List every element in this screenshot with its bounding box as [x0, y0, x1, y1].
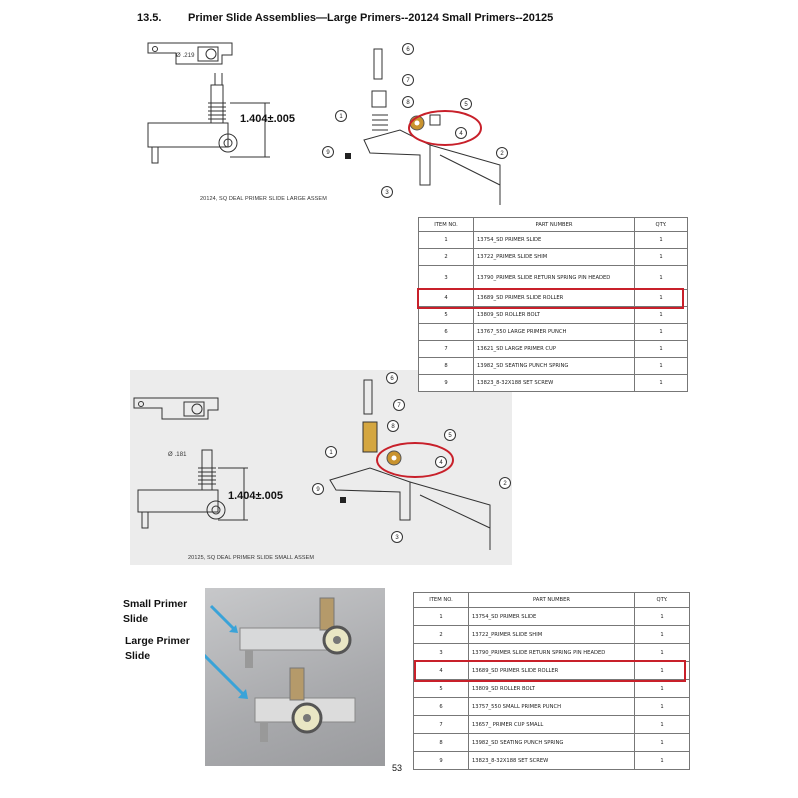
svg-text:4: 4 [439, 460, 443, 466]
svg-text:9: 9 [316, 487, 320, 493]
section-number: 13.5. [137, 12, 162, 24]
svg-text:1: 1 [339, 114, 343, 120]
dimension-label: 1.404±.005 [228, 490, 283, 502]
section-title: Primer Slide Assemblies—Large Primers--2… [188, 12, 554, 24]
drawing-caption: 20124, SQ DEAL PRIMER SLIDE LARGE ASSEM [200, 196, 327, 202]
svg-text:8: 8 [391, 424, 395, 430]
highlight-circle [376, 442, 454, 478]
drawing-caption: 20125, SQ DEAL PRIMER SLIDE SMALL ASSEM [188, 555, 315, 561]
highlight-circle [408, 110, 482, 146]
small-assembly-drawing: 1 2 3 4 5 6 7 8 9 Ø .181 1.404±.005 2012… [130, 370, 512, 565]
page-number: 53 [392, 763, 403, 773]
highlight-row-box [414, 660, 686, 682]
diameter-label: Ø .181 [168, 452, 187, 458]
svg-text:9: 9 [326, 150, 330, 156]
svg-text:3: 3 [385, 190, 389, 196]
large-assembly-drawing: 1 2 3 4 5 6 7 8 9 Ø .219 1.404±.005 2012… [140, 35, 520, 210]
svg-text:8: 8 [406, 100, 410, 106]
svg-text:6: 6 [390, 376, 394, 382]
photo-label-large: Large Primer Slide [125, 635, 190, 662]
svg-text:7: 7 [406, 78, 410, 84]
svg-text:7: 7 [397, 403, 401, 409]
photo-label-small: Small Primer Slide [123, 598, 188, 625]
svg-text:1: 1 [329, 450, 333, 456]
svg-text:5: 5 [464, 102, 468, 108]
diameter-label: Ø .219 [176, 53, 195, 59]
small-assembly-illustration: 1 2 3 4 5 6 7 8 9 [133, 372, 511, 550]
svg-text:6: 6 [406, 47, 410, 53]
svg-text:3: 3 [395, 535, 399, 541]
svg-text:4: 4 [459, 131, 463, 137]
svg-text:2: 2 [500, 151, 504, 157]
large-assembly-illustration: 1 2 3 4 5 6 7 8 9 [147, 42, 508, 210]
dimension-label: 1.404±.005 [240, 113, 295, 125]
primer-slides-photo [199, 588, 385, 766]
svg-text:5: 5 [448, 433, 452, 439]
svg-text:2: 2 [503, 481, 507, 487]
highlight-row-box [417, 288, 684, 309]
